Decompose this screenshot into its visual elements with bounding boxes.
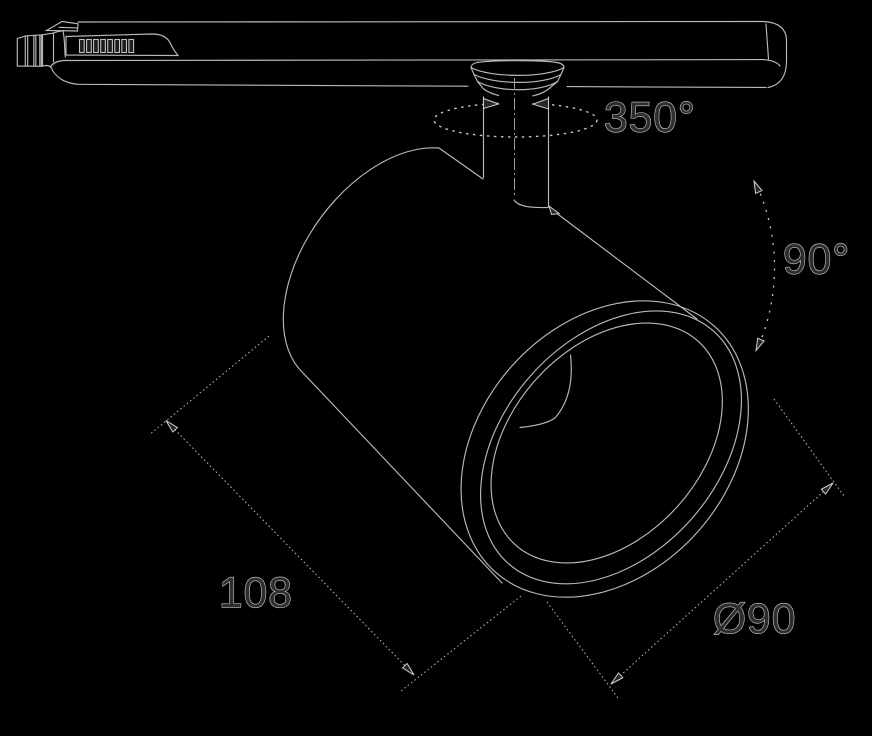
svg-text:350°: 350° [604,95,696,142]
svg-text:Ø90: Ø90 [713,596,796,643]
svg-text:90°: 90° [783,237,850,284]
svg-text:108: 108 [219,570,293,617]
